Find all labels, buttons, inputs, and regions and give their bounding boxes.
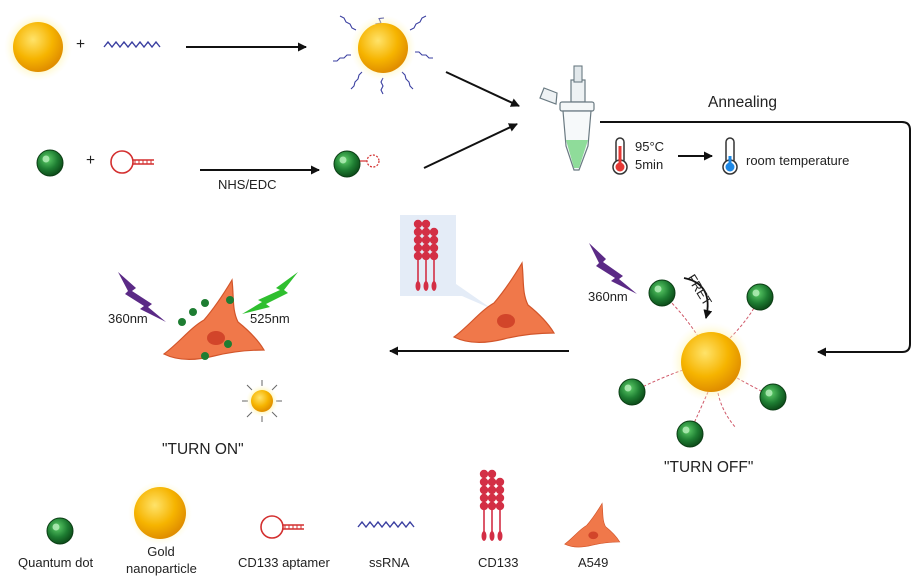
qd-aptamer-conjugate <box>333 150 380 178</box>
quantum-dot-start <box>36 149 64 177</box>
legend-a549-icon <box>564 503 621 548</box>
annealing-connector <box>600 121 911 357</box>
emission-525nm-label: 525nm <box>250 311 290 326</box>
uv-lightning-right-icon <box>589 243 637 294</box>
legend-gold-label: Gold <box>147 544 175 559</box>
a549-cell-with-quantum-dots <box>163 279 265 361</box>
turn-off-label: "TURN OFF" <box>664 459 754 476</box>
duration-label: 5min <box>635 157 664 172</box>
gold-nanoparticle-start <box>4 13 72 81</box>
gold-ssrna-conjugate <box>333 15 433 95</box>
legend-ssrna-label: ssRNA <box>369 555 410 570</box>
legend-cd133-label: CD133 <box>478 555 519 570</box>
uv-lightning-left-icon <box>118 272 166 322</box>
uv-360nm-left-label: 360nm <box>108 311 148 326</box>
high-temperature-label: 95°C <box>635 139 665 154</box>
legend-a549-label: A549 <box>578 555 609 570</box>
thermometer-cold-icon <box>722 137 738 175</box>
legend-gold-nanoparticle-icon <box>128 481 192 545</box>
thermometer-hot-icon <box>612 137 628 175</box>
a549-cell-middle <box>453 262 555 344</box>
legend-cd133-icon <box>478 468 506 542</box>
legend-ssrna-icon <box>357 520 415 529</box>
plus-sign-top: + <box>76 36 86 53</box>
legend-quantum-dot-label: Quantum dot <box>18 555 94 570</box>
eppendorf-tube <box>539 65 595 171</box>
nhs-edc-label: NHS/EDC <box>218 177 277 192</box>
aptamer-start <box>110 150 155 174</box>
fret-arrow <box>683 277 713 319</box>
legend-aptamer-icon <box>260 515 305 539</box>
ssrna-strand <box>103 40 161 49</box>
arrow-gold-to-tube <box>445 71 520 107</box>
room-temperature-label: room temperature <box>746 153 850 168</box>
plus-sign-bottom: + <box>86 152 96 169</box>
annealing-label: Annealing <box>708 94 777 111</box>
uv-360nm-right-label: 360nm <box>588 289 628 304</box>
turn-on-label: "TURN ON" <box>162 441 244 458</box>
legend-quantum-dot-icon <box>46 517 74 545</box>
legend-aptamer-label: CD133 aptamer <box>238 555 330 570</box>
turn-off-complex <box>618 279 787 448</box>
cd133-callout <box>400 215 492 309</box>
green-emission-lightning-icon <box>242 272 298 314</box>
arrow-qd-to-tube <box>423 123 518 169</box>
free-gold-nanoparticle <box>242 380 282 422</box>
legend-nanoparticle-label: nanoparticle <box>126 561 197 576</box>
